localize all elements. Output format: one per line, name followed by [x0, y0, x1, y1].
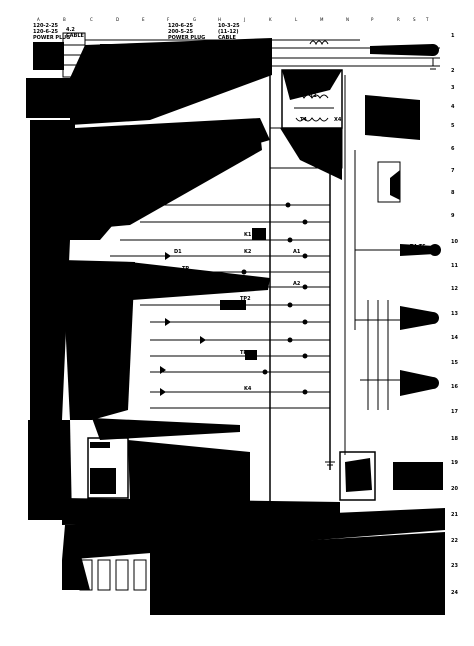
- row-number: 3: [451, 85, 455, 91]
- label-t4: T4: [300, 117, 307, 123]
- power-plug-right-name: POWER PLUG: [168, 35, 206, 41]
- transformer-label: T1: [310, 93, 317, 99]
- column-letter: A: [37, 17, 40, 22]
- row-number: 16: [451, 384, 458, 390]
- row-number: 23: [451, 563, 458, 569]
- row-number: 19: [451, 460, 458, 466]
- power-plug-left-sub: 120-6-25: [33, 29, 59, 35]
- row-number: 15: [451, 360, 458, 366]
- bus-rails: [269, 75, 356, 520]
- relay-label-k4: K4: [244, 386, 252, 392]
- row-number: 12: [451, 286, 458, 292]
- power-plug-left-name: POWER PLUG: [33, 35, 71, 41]
- label-a1: A1: [293, 249, 301, 255]
- cable-top-name: CABLE: [66, 33, 84, 39]
- power-plug-right-sub: 200-5-25: [168, 29, 194, 35]
- row-number: 13: [451, 311, 458, 317]
- row-number: 22: [451, 538, 458, 544]
- row-number: 1: [451, 33, 455, 39]
- bottom-modules: [62, 437, 445, 615]
- column-letter: B: [63, 17, 66, 22]
- relay-label-k1: K1: [244, 232, 252, 238]
- transformer-t1: [269, 40, 343, 180]
- column-letter: E: [142, 17, 145, 22]
- column-letter: C: [90, 17, 93, 22]
- row-number: 4: [451, 104, 455, 110]
- cable-right-name: CABLE: [218, 35, 236, 41]
- cable-right-sub: (11-12): [218, 29, 239, 35]
- chassis-main: [28, 118, 270, 520]
- label-t4-t5: T4,T5: [410, 244, 426, 250]
- row-number: 6: [451, 146, 455, 152]
- column-letter: L: [295, 17, 298, 22]
- row-number: 21: [451, 512, 458, 518]
- row-number: 10: [451, 239, 458, 245]
- ground-symbols: [325, 58, 438, 466]
- row-number: 2: [451, 68, 455, 74]
- column-letter: J: [244, 17, 246, 22]
- column-letter: N: [346, 17, 349, 22]
- row-number: 20: [451, 486, 458, 492]
- row-number: 14: [451, 335, 458, 341]
- column-letter: M: [320, 17, 324, 22]
- relay-label-k3: K3: [244, 281, 252, 287]
- row-number: 17: [451, 409, 458, 415]
- test-point-tp3: TP3: [240, 350, 251, 356]
- power-plug-left-ref: 120-2-25: [33, 23, 59, 29]
- column-letter: F: [167, 17, 170, 22]
- column-letter: G: [193, 17, 197, 22]
- column-letter: T: [426, 17, 429, 22]
- label-a2: A2: [293, 281, 301, 287]
- cable-top-ref: 4.2: [66, 27, 75, 33]
- row-number: 24: [451, 590, 458, 596]
- column-letter: S: [413, 17, 416, 22]
- cable-right-ref: 10-3-25: [218, 23, 240, 29]
- test-point-tp: TP: [182, 266, 190, 272]
- diode-label-d1: D1: [174, 249, 182, 255]
- row-number: 5: [451, 123, 455, 129]
- right-connectors: [355, 44, 441, 410]
- column-letter: D: [116, 17, 120, 22]
- relay-contacts: [160, 202, 308, 396]
- test-point-tp2: TP2: [240, 296, 251, 302]
- row-number: 18: [451, 436, 458, 442]
- column-letter: H: [218, 17, 222, 22]
- row-number: 11: [451, 263, 458, 269]
- label-x4: X4: [334, 117, 342, 123]
- power-plug-right-ref: 120-6-25: [168, 23, 194, 29]
- power-plug-left-block: [26, 32, 86, 118]
- row-number: 7: [451, 168, 455, 174]
- row-number: 8: [451, 190, 455, 196]
- relay-label-k2: K2: [244, 249, 252, 255]
- row-number: 9: [451, 213, 455, 219]
- test-point-tp1: TP1: [240, 281, 251, 287]
- column-letter: P: [371, 17, 374, 22]
- upper-wiring: [70, 38, 440, 125]
- column-letter: R: [397, 17, 400, 22]
- circuit-rows: [110, 204, 330, 409]
- column-letter: K: [269, 17, 272, 22]
